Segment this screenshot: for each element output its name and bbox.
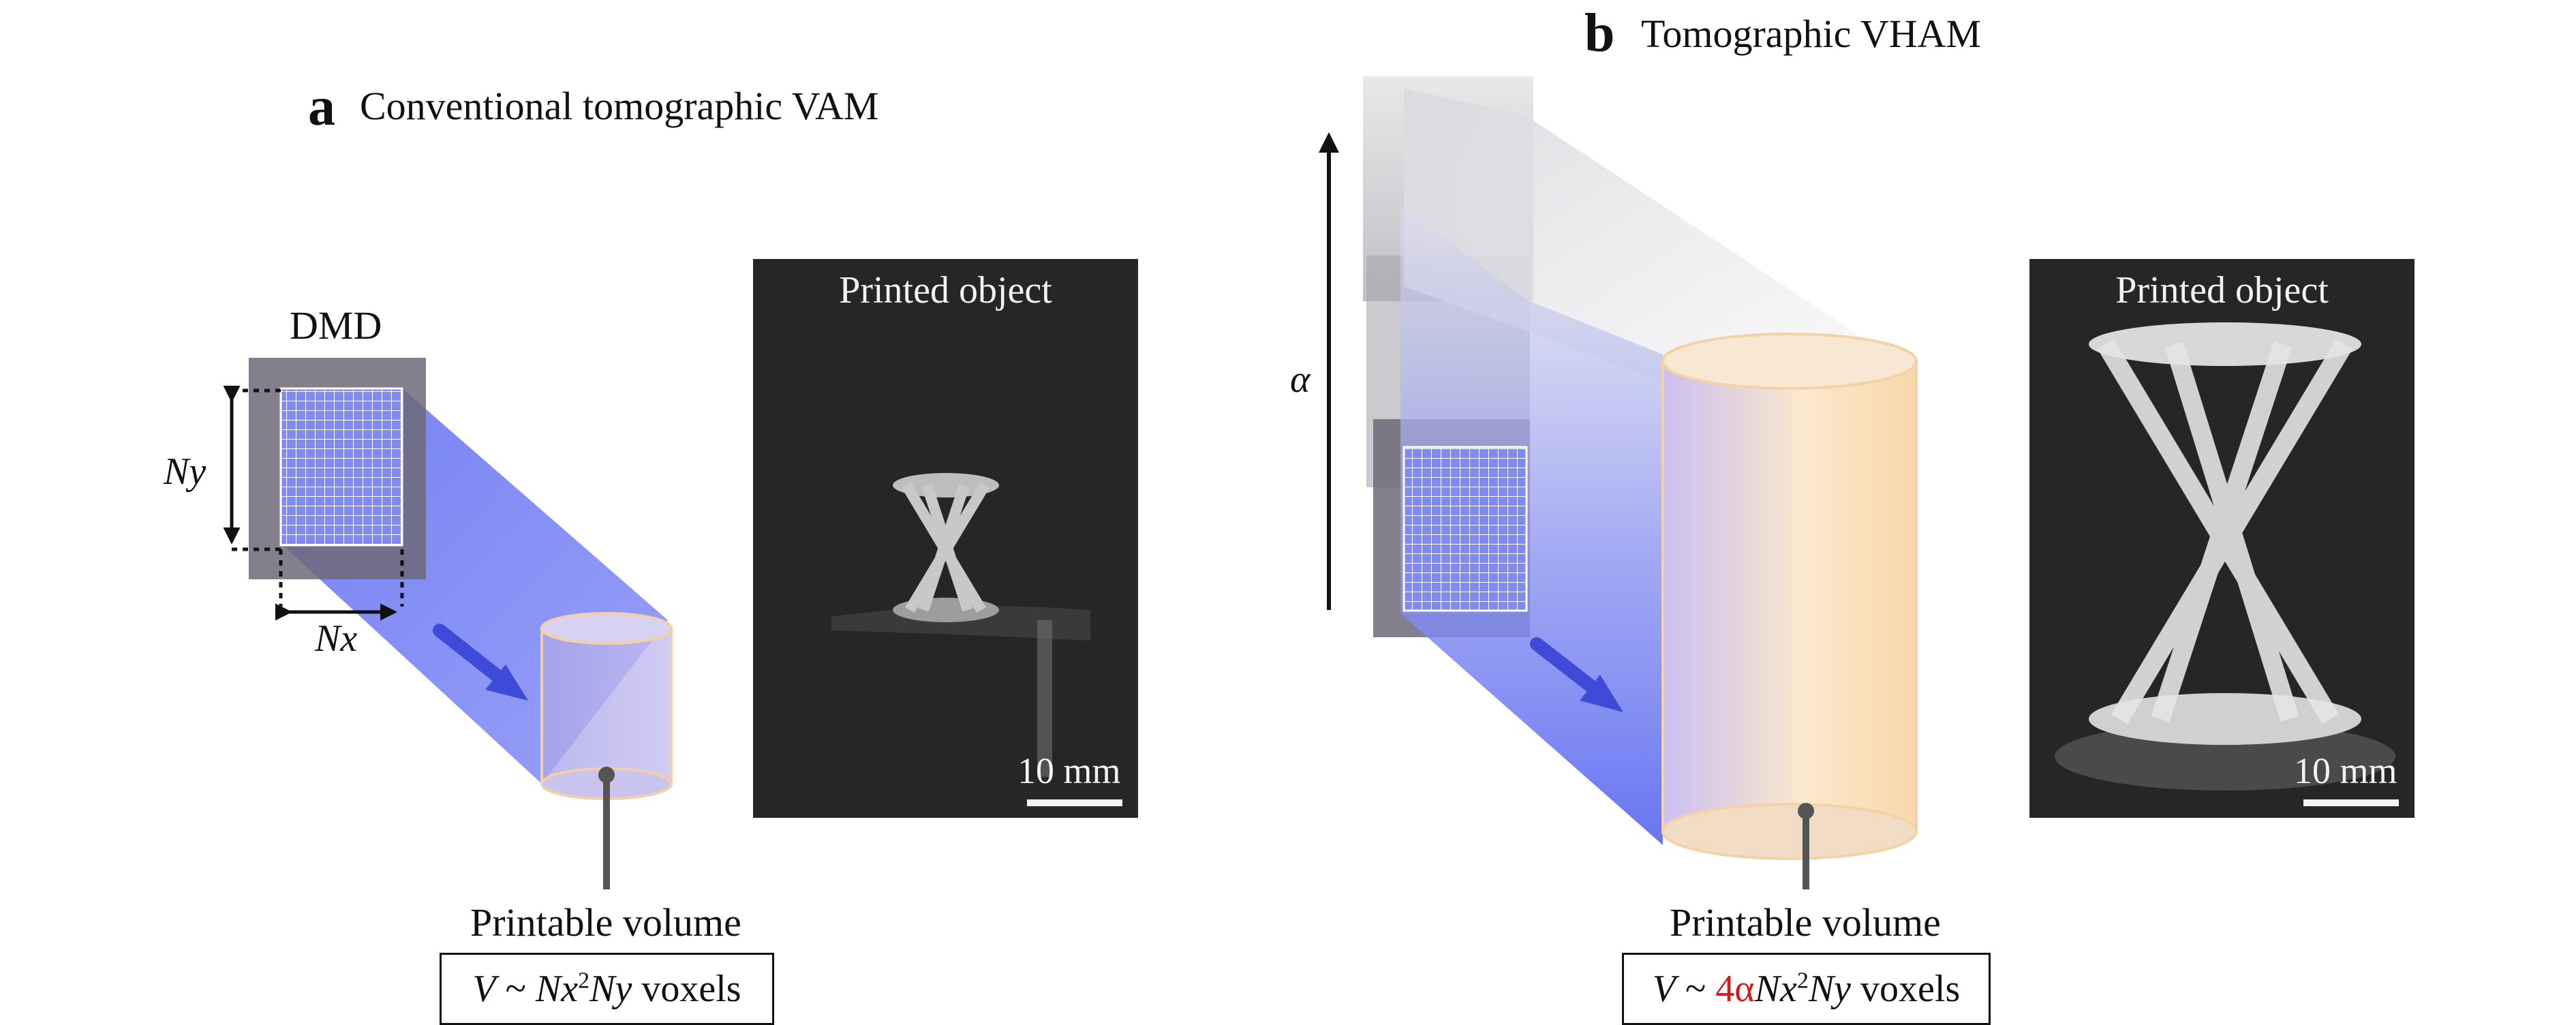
- printed-object-photo-b: Printed object 10 mm: [2029, 259, 2414, 818]
- formula-a-term: Nx2Ny: [535, 968, 632, 1010]
- formula-b-coefficient: 4α: [1715, 968, 1755, 1010]
- dmd-pixel-grid-b: [1402, 446, 1528, 612]
- volume-label-b: Printable volume: [1670, 900, 1941, 945]
- scale-bar-b: [2303, 799, 2399, 806]
- propagation-arrow-b: [1530, 637, 1623, 712]
- printable-volume-cylinder-a: [540, 612, 673, 800]
- dmd-pixel-grid: [279, 387, 403, 547]
- formula-box-a: V ~ Nx2Ny voxels: [440, 953, 774, 1025]
- ny-guide-lines: [232, 388, 281, 551]
- volume-pointer-b: [1798, 803, 1814, 889]
- panel-b-letter: b: [1584, 3, 1615, 63]
- formula-b-term: 4αNx2Ny: [1715, 968, 1852, 1010]
- alpha-label: α: [1290, 358, 1310, 401]
- volume-label-a: Printable volume: [470, 900, 741, 945]
- volume-pointer-a: [598, 767, 615, 889]
- photo-b-title: Printed object: [2115, 269, 2329, 311]
- panel-a-letter: a: [308, 77, 335, 137]
- nx-guide-lines: [279, 549, 404, 607]
- formula-b-v: V: [1652, 968, 1676, 1010]
- formula-a-tilde: ~: [505, 968, 526, 1010]
- dmd-label: DMD: [290, 303, 382, 348]
- formula-b-tilde: ~: [1685, 968, 1706, 1010]
- scale-label-b: 10 mm: [2294, 750, 2397, 791]
- panel-b-title: Tomographic VHAM: [1641, 12, 1982, 56]
- scale-bar-a: [1027, 799, 1122, 806]
- ny-label: Ny: [164, 450, 206, 493]
- printable-volume-cylinder-b: [1661, 333, 1918, 860]
- panel-a-title: Conventional tomographic VAM: [360, 84, 879, 128]
- formula-b-unit: voxels: [1860, 968, 1961, 1010]
- propagation-arrow-a: [433, 624, 528, 701]
- printed-object-photo-a: Printed object 10 mm: [753, 259, 1138, 818]
- nx-label: Nx: [315, 617, 358, 660]
- photo-a-title: Printed object: [839, 269, 1052, 311]
- panel-a-schematic: [223, 358, 673, 889]
- formula-a-unit: voxels: [641, 968, 741, 1010]
- panel-b-schematic: [1319, 76, 1918, 889]
- printed-object-photo-b-art: [2029, 259, 2414, 818]
- formula-a-v: V: [472, 968, 496, 1010]
- scale-label-a: 10 mm: [1017, 750, 1121, 791]
- formula-box-b: V ~ 4αNx2Ny voxels: [1622, 953, 1991, 1025]
- printed-object-photo-a-art: [753, 259, 1138, 818]
